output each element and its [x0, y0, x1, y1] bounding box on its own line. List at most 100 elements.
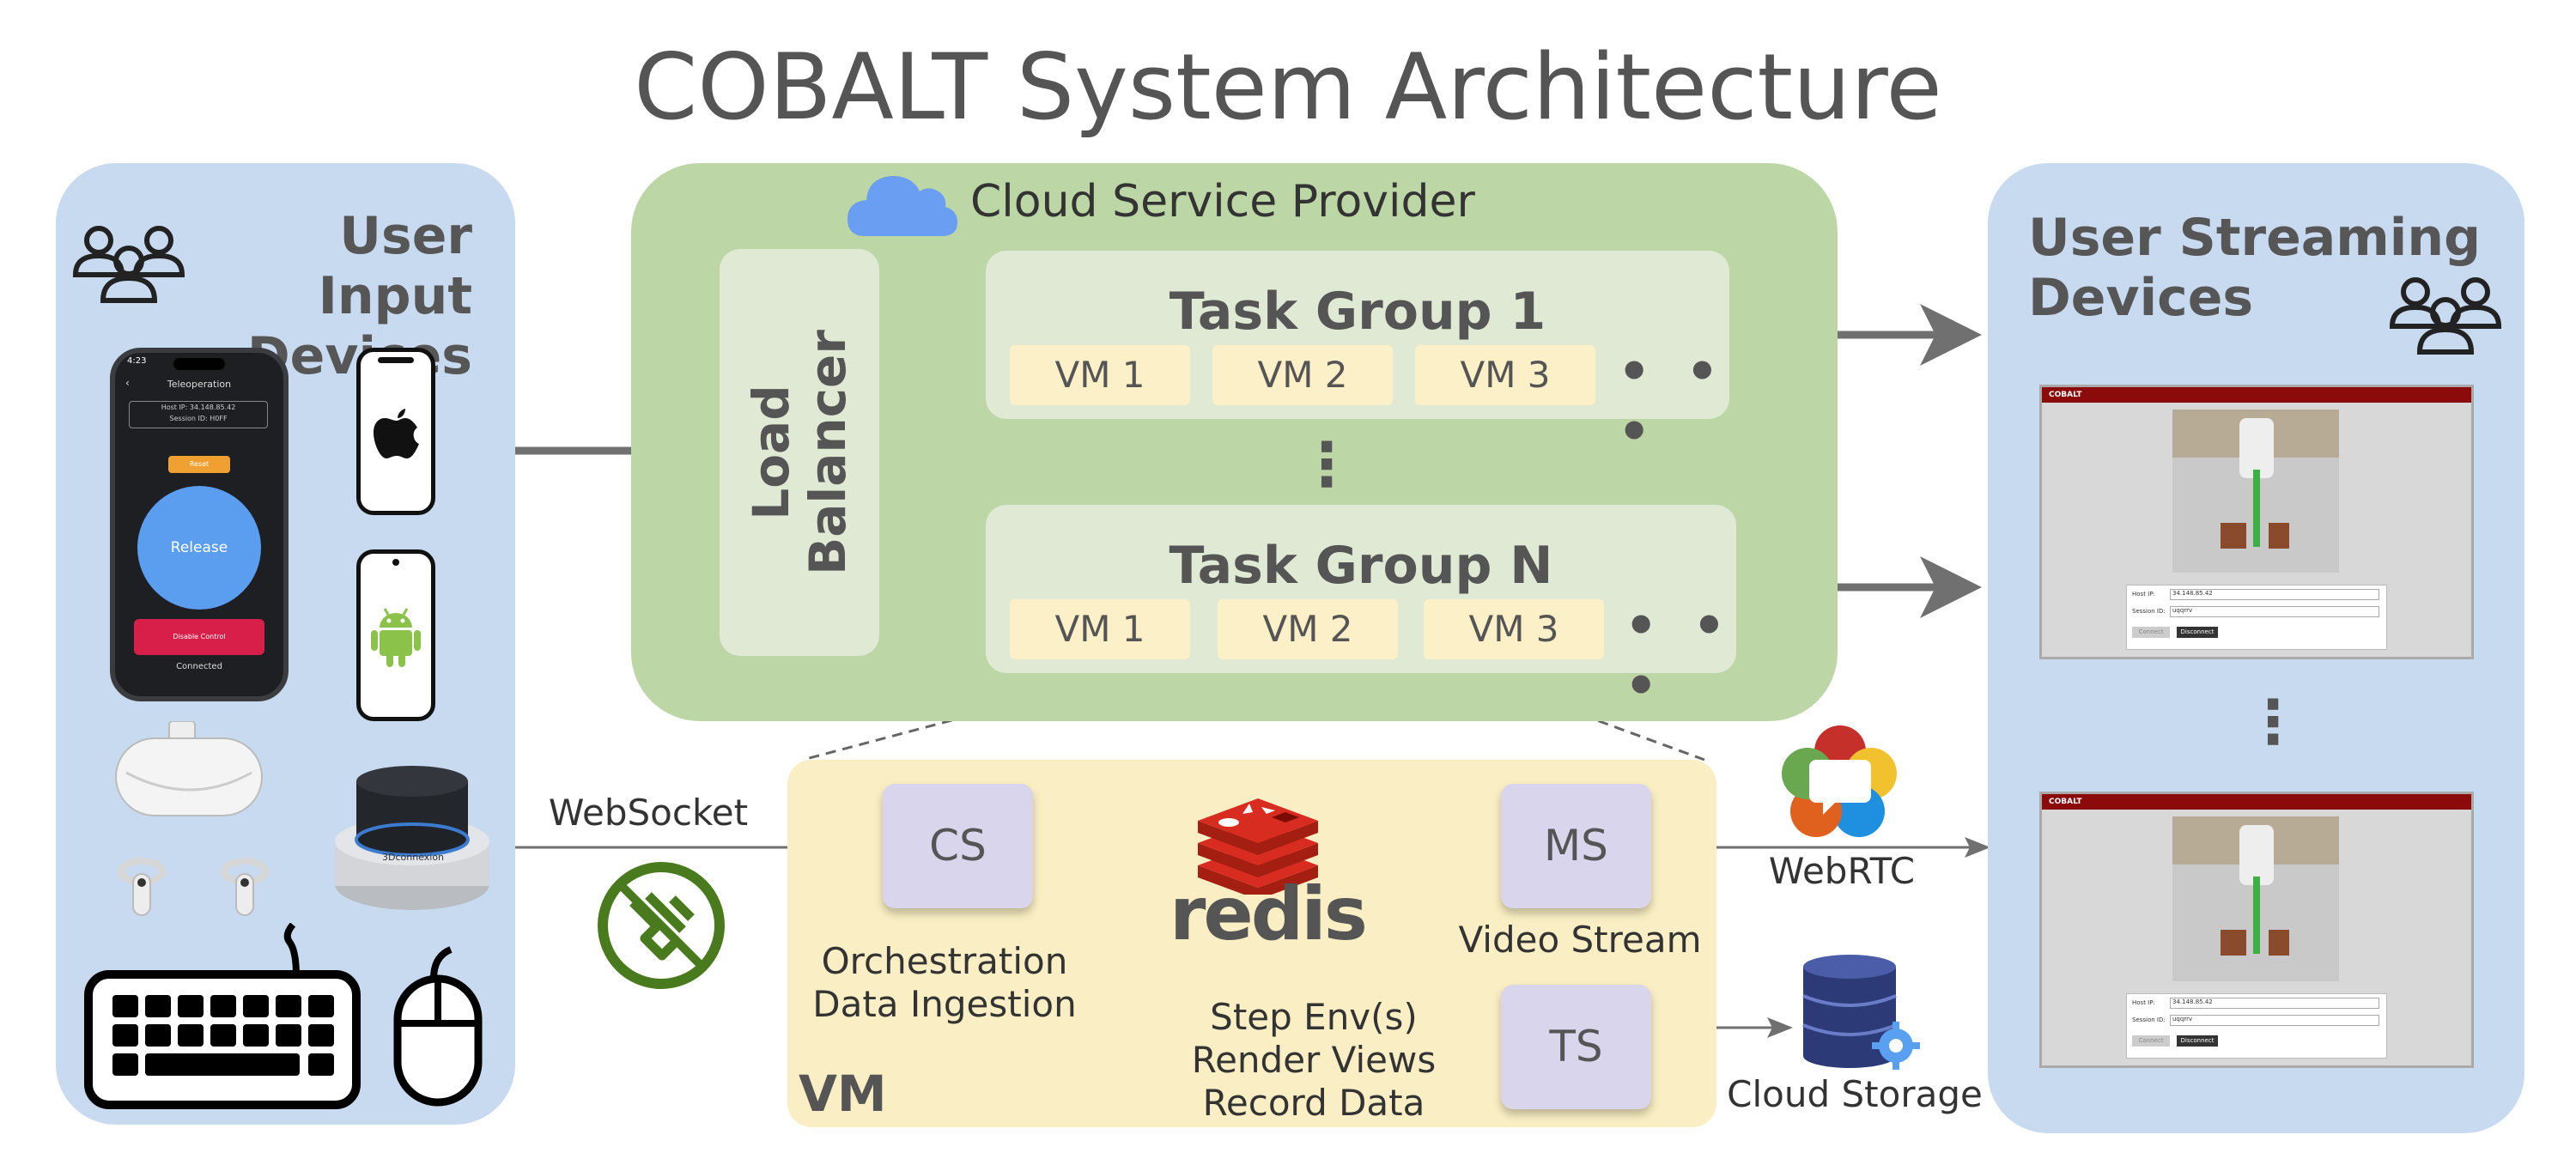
phone-session-line: Session ID: H0FF: [169, 415, 228, 422]
phone-connection-info: Host IP: 34.148.85.42 Session ID: H0FF: [129, 401, 268, 428]
page-title: COBALT System Architecture: [634, 34, 1942, 140]
phone-status: Connected: [176, 662, 222, 671]
task-group-1-title: Task Group 1: [1169, 282, 1546, 342]
redis-caption-line2: Render Views: [1191, 1039, 1437, 1081]
phone-release-button[interactable]: Release: [137, 486, 261, 610]
stream-1-host-label: Host IP:: [2132, 591, 2155, 598]
stream-screen-1: COBALT Host IP: 34.148.85.42 Session ID:…: [2039, 385, 2474, 659]
stream-screen-1-video: [2172, 410, 2339, 573]
spacemouse-brand: 3Dconnexion: [382, 852, 445, 863]
android-logo-icon: [371, 608, 421, 667]
phone-disable-control-button[interactable]: Disable Control: [134, 619, 264, 655]
task-group-1-vm-2[interactable]: VM 2: [1212, 345, 1393, 405]
ts-service-box[interactable]: TS: [1501, 985, 1651, 1109]
iphone-device: [356, 348, 435, 515]
stream-2-host-input[interactable]: 34.148.85.42: [2170, 998, 2379, 1009]
stream-screen-2-block-b: [2269, 930, 2289, 956]
stream-screen-1-robot-arm: [2239, 418, 2274, 478]
vm-detail-label: VM: [799, 1065, 887, 1123]
keyboard-icon: [84, 923, 361, 1109]
cloud-storage-label: Cloud Storage: [1727, 1073, 1983, 1115]
streaming-vertical-dots: ⋮: [2243, 687, 2303, 757]
stream-screen-2-laser: [2253, 877, 2260, 954]
stream-2-session-input[interactable]: uqqrrv: [2170, 1015, 2379, 1026]
cs-caption-line1: Orchestration: [821, 940, 1068, 982]
stream-2-session-label: Session ID:: [2132, 1016, 2166, 1023]
iphone-notch: [378, 357, 414, 363]
stream-screen-1-header: COBALT: [2042, 387, 2471, 403]
load-balancer-line1: Load: [742, 385, 800, 520]
stream-screen-2-robot-arm: [2239, 825, 2274, 885]
android-device: [356, 549, 435, 721]
users-group-icon: [2389, 277, 2502, 355]
task-group-1-vm-3[interactable]: VM 3: [1415, 345, 1595, 405]
stream-1-disconnect-button[interactable]: Disconnect: [2177, 627, 2218, 638]
database-gear-icon: [1802, 955, 1920, 1070]
user-streaming-heading-line2: Devices: [2028, 268, 2254, 328]
webrtc-icon: [1782, 725, 1897, 837]
mouse-icon: [393, 946, 483, 1107]
stream-1-connect-button[interactable]: Connect: [2132, 627, 2170, 638]
stream-screen-1-block-b: [2269, 523, 2289, 549]
android-camera: [392, 559, 399, 566]
vr-headset-icon: [115, 721, 269, 916]
phone-time: 4:23: [127, 356, 147, 366]
phone-back-icon[interactable]: ‹: [125, 377, 130, 389]
task-group-n-vm-1[interactable]: VM 1: [1010, 599, 1190, 659]
stream-1-session-label: Session ID:: [2132, 608, 2166, 615]
users-group-icon: [72, 226, 185, 303]
vr-controller-right: [221, 858, 269, 916]
phone-notch: [173, 358, 225, 370]
load-balancer-line2: Balancer: [799, 330, 857, 575]
user-streaming-heading: User Streaming Devices: [2028, 208, 2509, 328]
redis-logo-icon: [1198, 798, 1318, 895]
redis-wordmark: redis: [1170, 871, 1368, 957]
cs-service-box[interactable]: CS: [883, 784, 1033, 908]
task-group-n-vm-2[interactable]: VM 2: [1218, 599, 1398, 659]
stream-screen-1-laser: [2253, 470, 2260, 547]
stream-1-host-input[interactable]: 34.148.85.42: [2170, 589, 2379, 600]
task-group-1-vm-1[interactable]: VM 1: [1010, 345, 1190, 405]
cs-caption-line2: Data Ingestion: [812, 983, 1077, 1025]
task-group-n-title: Task Group N: [1169, 536, 1553, 596]
stream-screen-2-video: [2172, 816, 2339, 981]
redis-caption-line3: Record Data: [1202, 1082, 1425, 1124]
cloud-icon: [848, 176, 957, 236]
websocket-icon: [598, 862, 725, 989]
task-groups-vertical-dots: ⋮: [1297, 429, 1357, 500]
load-balancer-label: Load Balancer: [742, 330, 857, 575]
load-balancer: Load Balancer: [720, 249, 879, 656]
cloud-service-label: Cloud Service Provider: [970, 176, 1475, 228]
user-input-heading-line1: User Input: [318, 206, 472, 326]
task-group-n-vm-3[interactable]: VM 3: [1424, 599, 1604, 659]
phone-app-header: Teleoperation: [167, 379, 232, 390]
task-group-n-more: • • •: [1625, 596, 1735, 716]
ms-caption: Video Stream: [1458, 919, 1702, 961]
task-group-1-more: • • •: [1618, 342, 1728, 462]
ms-service-box[interactable]: MS: [1501, 784, 1651, 908]
cs-caption: Orchestration Data Ingestion: [790, 940, 1099, 1026]
stream-screen-2-block-a: [2221, 930, 2246, 956]
stream-1-session-input[interactable]: uqqrrv: [2170, 606, 2379, 617]
stream-2-connect-button[interactable]: Connect: [2132, 1035, 2170, 1047]
spacemouse-icon: [335, 766, 489, 910]
vr-controller-left: [118, 858, 166, 916]
stream-screen-2-form: Host IP: 34.148.85.42 Session ID: uqqrrv…: [2126, 993, 2387, 1059]
websocket-label: WebSocket: [548, 792, 749, 834]
webrtc-label: WebRTC: [1768, 850, 1916, 892]
user-streaming-heading-line1: User Streaming: [2028, 208, 2482, 268]
apple-logo-icon: [374, 409, 419, 458]
redis-caption: Step Env(s) Render Views Record Data: [1142, 996, 1485, 1125]
phone-reset-button[interactable]: Reset: [168, 456, 230, 473]
teleoperation-phone: 4:23 Teleoperation ‹ Host IP: 34.148.85.…: [110, 348, 289, 701]
stream-screen-2: COBALT Host IP: 34.148.85.42 Session ID:…: [2039, 792, 2474, 1068]
task-group-1: Task Group 1 VM 1 VM 2 VM 3 • • •: [986, 251, 1729, 462]
phone-host-line: Host IP: 34.148.85.42: [161, 404, 236, 411]
redis-caption-line1: Step Env(s): [1210, 996, 1418, 1038]
stream-2-host-label: Host IP:: [2132, 999, 2155, 1006]
stream-screen-1-block-a: [2221, 523, 2246, 549]
task-group-n: Task Group N VM 1 VM 2 VM 3 • • •: [986, 505, 1736, 716]
stream-screen-2-header: COBALT: [2042, 794, 2471, 810]
stream-screen-1-form: Host IP: 34.148.85.42 Session ID: uqqrrv…: [2126, 585, 2387, 650]
stream-2-disconnect-button[interactable]: Disconnect: [2177, 1035, 2218, 1047]
